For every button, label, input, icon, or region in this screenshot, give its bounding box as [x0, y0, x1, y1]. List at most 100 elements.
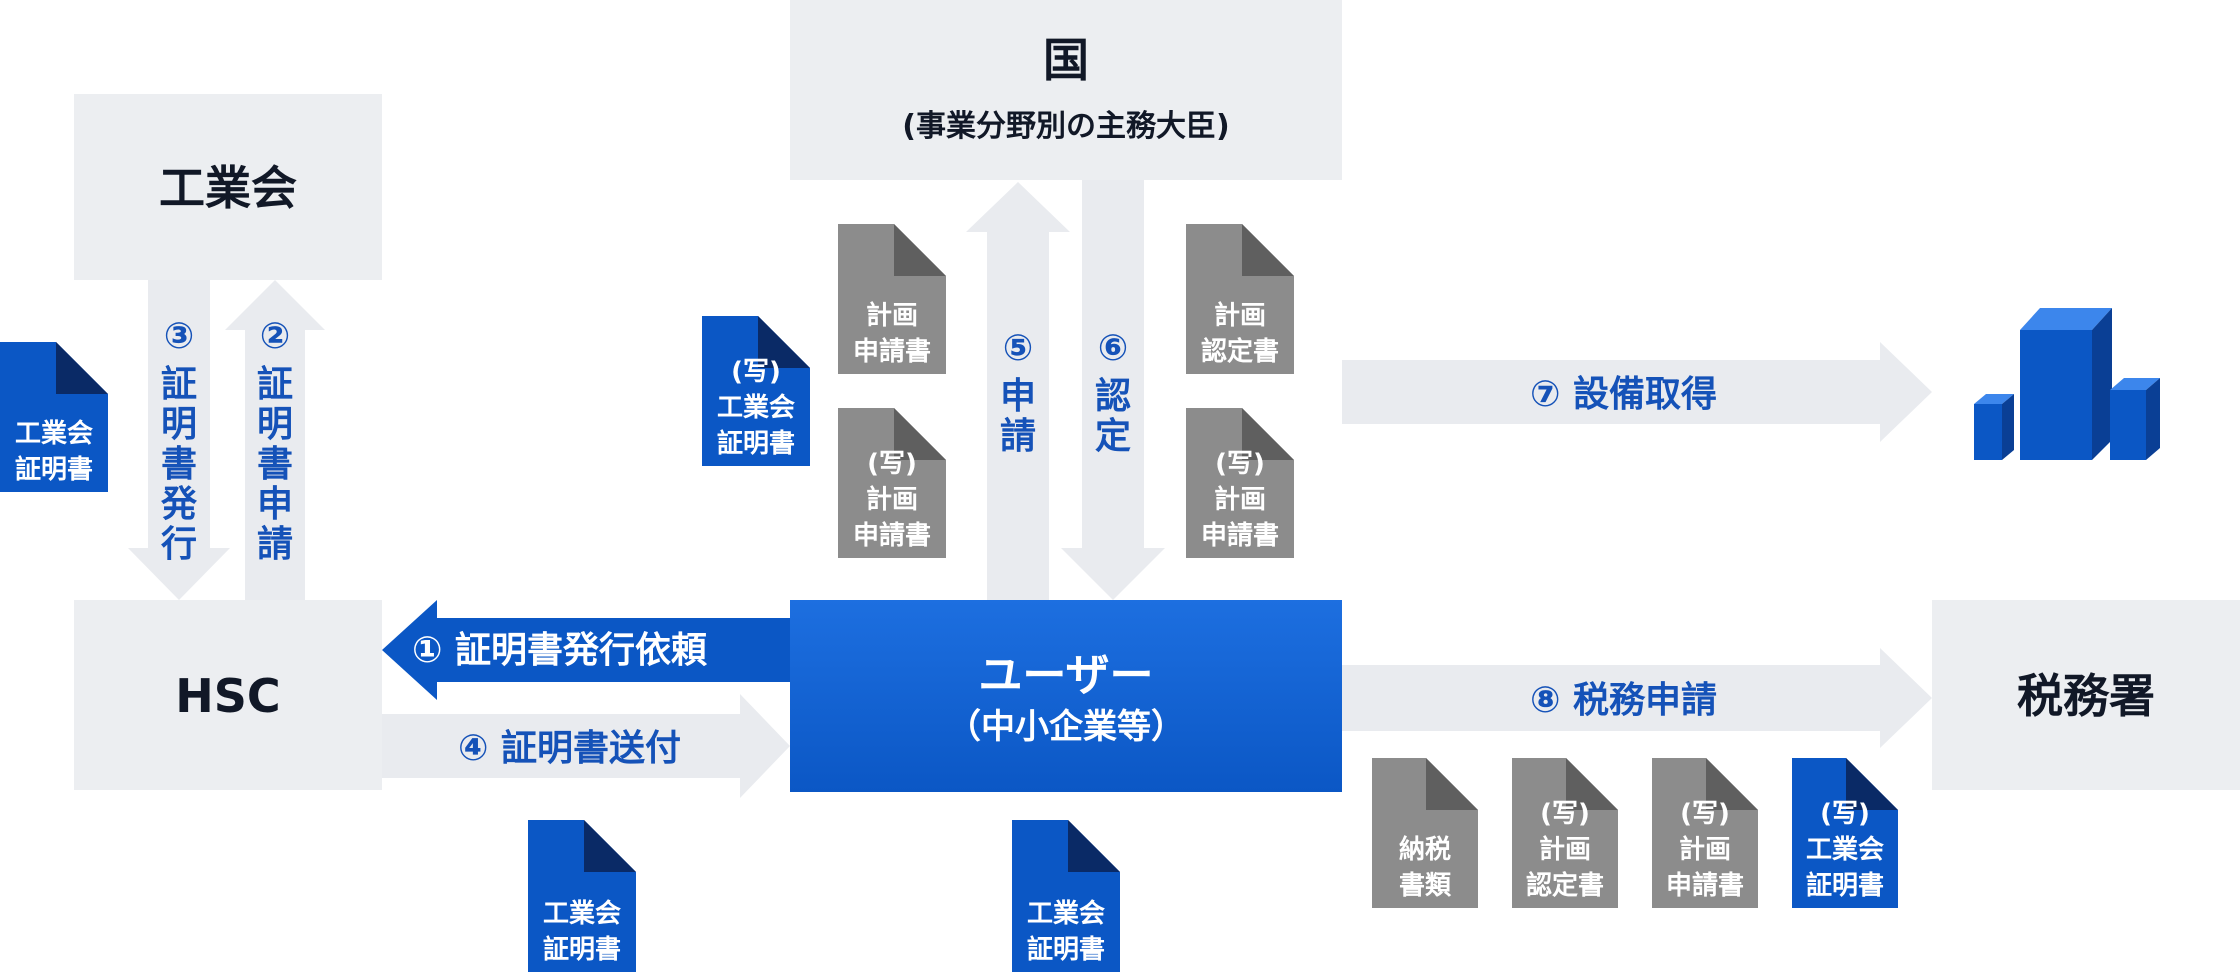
arrow-3-char: 行	[161, 524, 197, 565]
arrow-1-label: ① 証明書発行依頼	[412, 630, 708, 671]
arrow-6-label: ⑥ 認 定	[1095, 328, 1131, 457]
document-label: 申請書	[853, 336, 931, 367]
user-title: ユーザー	[978, 650, 1153, 701]
document-label: (写)	[731, 357, 781, 387]
country-subtitle: (事業分野別の主務大臣)	[902, 109, 1229, 144]
arrow-3-down	[128, 280, 230, 600]
arrow-2-char: 書	[257, 444, 293, 485]
document-label: 計画	[1214, 300, 1266, 331]
arrow-6-char: 認	[1095, 376, 1131, 417]
document-label: 証明書	[543, 934, 621, 965]
document-label: 工業会	[1806, 835, 1884, 865]
document-label: 証明書	[15, 454, 93, 485]
document-fold	[758, 316, 810, 368]
arrow-3-number: ③	[164, 316, 194, 357]
tax-office-label: 税務署	[2017, 669, 2155, 723]
user-box	[790, 600, 1342, 792]
document-fold	[584, 820, 636, 872]
document-fold	[1242, 408, 1294, 460]
document-label: (写)	[867, 449, 917, 479]
document-label: 計画	[1539, 834, 1591, 865]
document-label: 工業会	[1027, 899, 1105, 929]
arrow-2-label: ② 証 明 書 申 請	[257, 316, 293, 565]
document-fold	[1068, 820, 1120, 872]
arrow-6-down	[1061, 180, 1165, 600]
document-label: 申請書	[1666, 870, 1744, 901]
document-label: 計画	[1214, 484, 1266, 515]
document-label: (写)	[1215, 449, 1265, 479]
document-label: (写)	[1680, 799, 1730, 829]
arrow-5-number: ⑤	[1003, 328, 1033, 369]
arrow-4-right	[382, 694, 790, 798]
document-label: 認定書	[1201, 336, 1279, 367]
arrow-3-char: 証	[161, 364, 197, 405]
document-label: 工業会	[717, 393, 795, 423]
document-label: (写)	[1540, 799, 1590, 829]
country-box	[790, 0, 1342, 180]
arrow-3-char: 書	[161, 444, 197, 485]
arrow-2-char: 申	[257, 484, 293, 525]
hsc-label: HSC	[175, 669, 280, 723]
arrow-2-char: 明	[257, 404, 293, 445]
document-label: 申請書	[853, 520, 931, 551]
arrow-7-label: ⑦ 設備取得	[1530, 374, 1717, 415]
arrow-2-char: 請	[257, 524, 293, 565]
hsc-box	[74, 600, 382, 790]
document-label: (写)	[1820, 799, 1870, 829]
document-label: 計画	[866, 300, 918, 331]
document-fold	[1846, 758, 1898, 810]
document-label: 工業会	[543, 899, 621, 929]
document-label: 証明書	[717, 428, 795, 459]
document-fold	[894, 224, 946, 276]
arrow-2-up	[225, 280, 325, 600]
association-box	[74, 94, 382, 280]
document-label: 申請書	[1201, 520, 1279, 551]
document-label: 工業会	[15, 419, 93, 449]
document-label: 証明書	[1806, 870, 1884, 901]
arrow-2-char: 証	[257, 364, 293, 405]
arrow-5-char: 請	[1000, 416, 1036, 457]
user-subtitle: （中小企業等）	[947, 707, 1185, 747]
document-fold	[894, 408, 946, 460]
arrow-4-label: ④ 証明書送付	[458, 728, 681, 769]
document-fold	[56, 342, 108, 394]
document-label: 認定書	[1526, 870, 1604, 901]
arrow-5-up	[966, 182, 1070, 600]
document-fold	[1426, 758, 1478, 810]
country-title: 国	[1043, 33, 1089, 87]
arrow-7-right	[1342, 342, 1932, 442]
document-label: 納税	[1399, 834, 1451, 865]
arrow-8-right	[1342, 648, 1932, 748]
document-label: 証明書	[1027, 934, 1105, 965]
arrow-3-label: ③ 証 明 書 発 行	[161, 316, 198, 565]
document-label: 書類	[1399, 871, 1452, 901]
association-label: 工業会	[159, 161, 297, 215]
document-fold	[1242, 224, 1294, 276]
arrow-1-left	[382, 600, 790, 700]
arrow-5-label: ⑤ 申 請	[1000, 328, 1036, 457]
document-label: 計画	[866, 484, 918, 515]
tax-office-box	[1932, 600, 2240, 790]
equipment-boxes-icon	[1974, 308, 2160, 460]
document-fold	[1706, 758, 1758, 810]
arrow-8-label: ⑧ 税務申請	[1530, 680, 1717, 721]
arrow-2-number: ②	[260, 316, 290, 357]
arrow-5-char: 申	[1000, 376, 1036, 417]
document-fold	[1566, 758, 1618, 810]
document-label: 計画	[1679, 834, 1731, 865]
arrow-6-number: ⑥	[1098, 328, 1128, 369]
arrow-6-char: 定	[1095, 416, 1131, 457]
